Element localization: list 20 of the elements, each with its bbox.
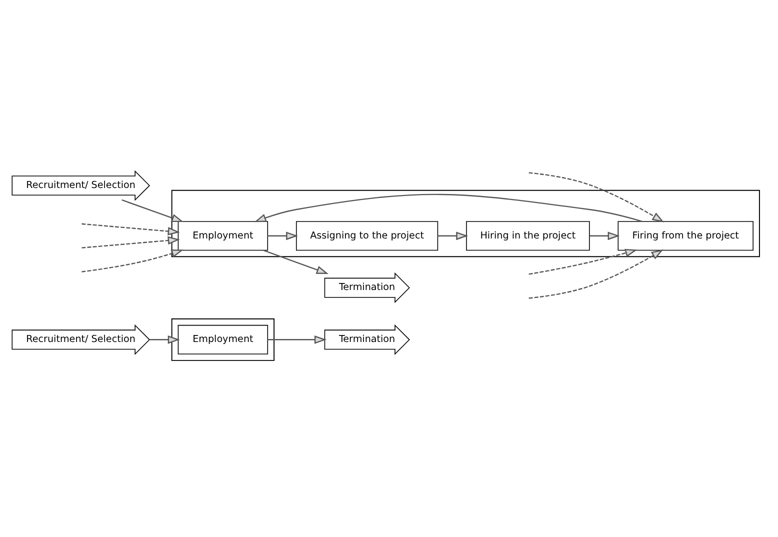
cluster bbox=[171, 318, 274, 360]
arrow bbox=[528, 248, 638, 274]
arrow bbox=[122, 198, 184, 222]
node-box: Employment bbox=[178, 324, 268, 354]
arrow bbox=[268, 231, 298, 240]
node-box: Hiring in the project bbox=[466, 220, 590, 250]
arrow bbox=[263, 249, 328, 274]
arrow bbox=[528, 249, 664, 298]
arrow bbox=[528, 172, 664, 222]
arrow bbox=[254, 193, 642, 222]
arrow bbox=[150, 334, 180, 344]
arrow bbox=[82, 222, 180, 235]
arrow bbox=[82, 236, 180, 248]
arrow bbox=[590, 231, 620, 240]
arrow bbox=[438, 231, 468, 240]
node-box: Assigning to the project bbox=[296, 220, 438, 250]
arrow bbox=[82, 248, 184, 272]
arrow bbox=[268, 334, 326, 344]
node-box: Employment bbox=[178, 220, 268, 250]
node-box: Firing from the project bbox=[618, 220, 754, 250]
